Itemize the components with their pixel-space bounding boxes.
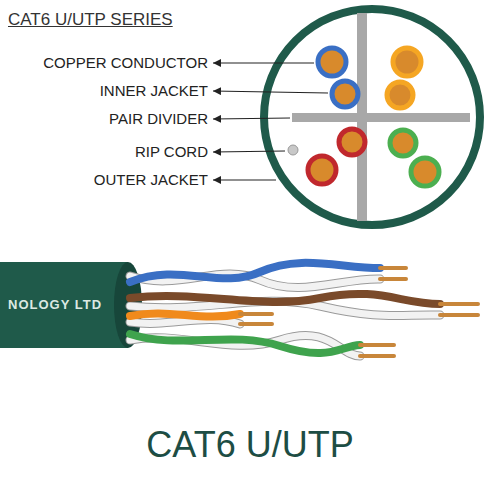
copper-tip [380, 277, 406, 281]
leader-line [213, 62, 314, 63]
copper-tip [360, 354, 394, 358]
blue-conductor [332, 81, 358, 107]
brown-conductor [308, 156, 336, 184]
orange-conductor [393, 48, 421, 76]
part-label: INNER JACKET [8, 82, 208, 100]
part-label: COPPER CONDUCTOR [8, 54, 208, 72]
cable-side-view [0, 262, 478, 356]
part-label: PAIR DIVIDER [8, 110, 208, 128]
orange-wire [130, 313, 240, 316]
part-label: OUTER JACKET [8, 171, 208, 189]
copper-tip [240, 312, 272, 316]
outer-jacket [264, 9, 480, 225]
copper-tip [380, 266, 406, 270]
brown-wire [130, 294, 440, 304]
copper-tip [440, 313, 478, 317]
green-wire [130, 334, 360, 353]
leader-line [213, 179, 276, 180]
blue-wire [130, 263, 380, 282]
series-title: CAT6 U/UTP SERIES [8, 10, 173, 30]
cable-jacket [0, 262, 128, 348]
part-label: RIP CORD [8, 143, 208, 161]
copper-tip [360, 343, 394, 347]
twisted-pairs [130, 263, 478, 356]
pair-divider [292, 113, 470, 122]
brown-conductor [339, 129, 365, 155]
leader-line [213, 91, 328, 93]
blue-conductor [318, 48, 346, 76]
leader-line [213, 151, 285, 152]
orange-conductor [387, 82, 413, 108]
copper-tip [240, 322, 272, 326]
rip-cord [288, 145, 298, 155]
copper-tip [440, 302, 478, 306]
green-conductor [390, 130, 416, 156]
green-conductor [411, 158, 439, 186]
leader-line [213, 118, 290, 119]
cable-print: NOLOGY LTD [8, 297, 102, 313]
caption: CAT6 U/UTP [0, 424, 500, 466]
leader-lines [213, 63, 328, 180]
cable-cross-section [264, 9, 480, 225]
